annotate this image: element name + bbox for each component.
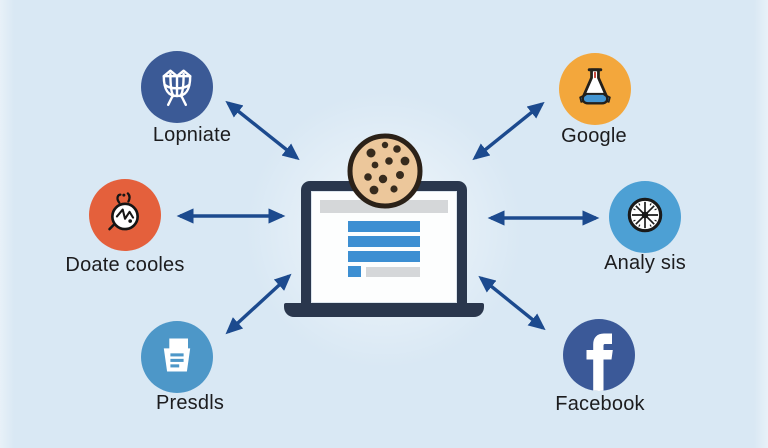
document-tray-icon (155, 333, 199, 382)
node-circle-analysis (609, 181, 681, 253)
node-label-lopniate: Lopniate (152, 124, 232, 146)
node-circle-google (559, 53, 631, 125)
node-circle-lopniate (141, 51, 213, 123)
node-circle-facebook (563, 319, 635, 391)
node-label-google: Google (561, 125, 627, 147)
webpage-text-bar (348, 236, 420, 247)
webpage-button-square (348, 266, 361, 277)
arrow-top-left (225, 100, 300, 161)
facebook-f-icon (563, 319, 635, 391)
arrow-bottom-right (478, 275, 546, 331)
webpage-text-bar (348, 221, 420, 232)
node-label-presdls: Presdls (155, 392, 225, 414)
node-circle-presdls (141, 321, 213, 393)
node-label-facebook: Facebook (555, 393, 645, 415)
webpage-text-bar (348, 251, 420, 262)
cookie-icon (344, 130, 426, 217)
cookie-doodle-icon (102, 190, 148, 241)
webpage-gray-bar (366, 266, 420, 277)
grill-globe-icon (155, 63, 199, 112)
arrow-bottom-left (225, 273, 292, 335)
laptop-base (284, 303, 484, 317)
arrow-top-right (472, 101, 545, 161)
gauge-wheel-icon (622, 192, 668, 243)
flask-icon (572, 64, 618, 115)
node-label-doate-cooles: Doate cooles (65, 254, 185, 276)
node-label-analysis: Analy sis (604, 252, 686, 274)
node-circle-doate-cooles (89, 179, 161, 251)
webpage-body (320, 213, 448, 277)
